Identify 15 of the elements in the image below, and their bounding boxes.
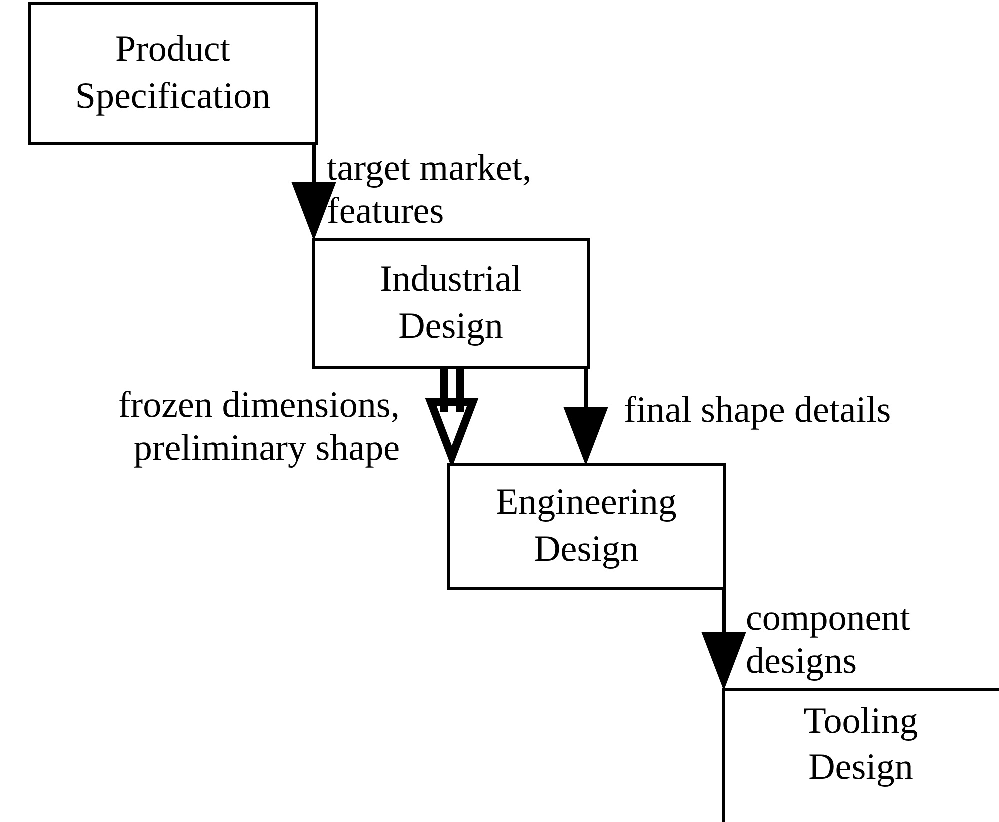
box-label: Engineering Design (496, 481, 677, 572)
process-box (28, 2, 318, 145)
box-label: Product Specification (75, 28, 271, 118)
process-box (312, 238, 590, 369)
box-label: Industrial Design (380, 258, 522, 348)
edge-label: component designs (746, 598, 910, 682)
box-label: Tooling Design (804, 700, 918, 790)
edge-label: target market, features (327, 148, 532, 232)
process-box (447, 463, 726, 590)
edge-label: final shape details (624, 390, 892, 431)
edge-label: frozen dimensions, preliminary shape (118, 385, 400, 469)
process-box (722, 688, 999, 822)
arrow (702, 590, 746, 691)
arrow (564, 369, 608, 466)
arrow (292, 145, 336, 241)
